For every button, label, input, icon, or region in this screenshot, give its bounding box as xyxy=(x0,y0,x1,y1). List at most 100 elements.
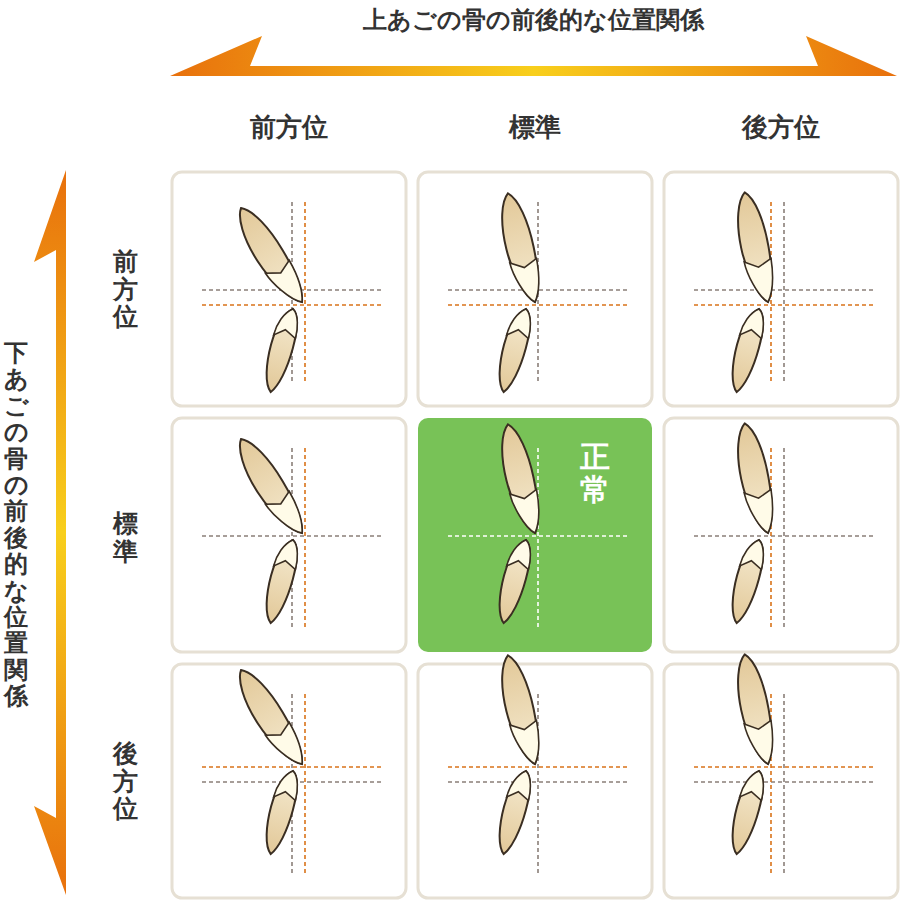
reference-line xyxy=(783,448,785,628)
tooth-root xyxy=(259,537,303,626)
tooth-crown xyxy=(740,537,769,572)
axis-title: 上あごの骨の前後的な位置関係 xyxy=(363,4,704,36)
grid-cell xyxy=(172,418,406,652)
tooth-crown xyxy=(510,487,547,536)
tooth-root xyxy=(259,768,303,857)
lower-incisor xyxy=(725,306,769,395)
reference-line xyxy=(694,535,874,537)
tooth-root xyxy=(730,190,780,305)
cell-frame xyxy=(664,418,898,652)
reference-line xyxy=(694,766,874,768)
tooth-root xyxy=(492,537,536,626)
tooth-root xyxy=(259,306,303,395)
lower-incisor xyxy=(259,537,303,626)
lower-incisor xyxy=(725,768,769,857)
reference-line xyxy=(448,304,628,306)
tooth-root xyxy=(228,432,312,541)
column-header: 標準 xyxy=(509,110,561,145)
cell-frame xyxy=(172,172,406,406)
reference-line xyxy=(783,694,785,874)
tooth-crown xyxy=(265,259,312,311)
tooth-crown xyxy=(265,721,312,773)
reference-line xyxy=(448,781,628,783)
cell-frame xyxy=(664,664,898,898)
reference-line xyxy=(304,448,306,628)
tooth-crown xyxy=(744,718,780,767)
tooth-root xyxy=(725,537,769,626)
upper-incisor xyxy=(228,432,312,541)
cell-frame xyxy=(418,172,652,406)
tooth-crown xyxy=(265,490,312,542)
tooth-root xyxy=(730,652,780,767)
reference-line xyxy=(202,766,382,768)
tooth-crown xyxy=(507,768,536,803)
column-header: 前方位 xyxy=(250,110,328,145)
reference-line xyxy=(448,766,628,768)
tooth-crown xyxy=(274,306,303,341)
row-header: 標準 xyxy=(113,510,138,565)
lower-incisor xyxy=(492,537,536,626)
reference-line xyxy=(304,694,306,874)
tooth-root xyxy=(228,663,312,772)
reference-line xyxy=(537,448,539,628)
upper-incisor xyxy=(730,190,780,305)
reference-line xyxy=(202,304,382,306)
vertical-axis-arrow xyxy=(34,170,66,895)
tooth-crown xyxy=(510,256,547,305)
column-header: 後方位 xyxy=(742,110,820,145)
tooth-root xyxy=(725,768,769,857)
cell-frame xyxy=(172,664,406,898)
tooth-root xyxy=(493,652,546,767)
upper-incisor xyxy=(493,652,546,767)
reference-line xyxy=(202,535,382,537)
tooth-crown xyxy=(510,718,547,767)
tooth-crown xyxy=(744,256,780,305)
cell-illustration xyxy=(418,418,652,652)
tooth-crown xyxy=(740,768,769,803)
lower-incisor xyxy=(492,306,536,395)
axis-title: 下あごの骨の前後的な位置関係 xyxy=(4,340,28,709)
upper-incisor xyxy=(730,421,780,536)
upper-incisor xyxy=(493,421,546,536)
reference-line xyxy=(291,448,293,628)
grid-cell xyxy=(172,663,406,898)
upper-incisor xyxy=(228,201,312,310)
tooth-root xyxy=(725,306,769,395)
tooth-root xyxy=(492,306,536,395)
tooth-crown xyxy=(744,487,780,536)
tooth-root xyxy=(492,768,536,857)
cell-frame xyxy=(418,664,652,898)
row-header: 前方位 xyxy=(113,248,138,331)
tooth-crown xyxy=(274,768,303,803)
tooth-root xyxy=(493,190,546,305)
tooth-root xyxy=(228,201,312,310)
horizontal-axis-arrow xyxy=(170,36,897,76)
upper-incisor xyxy=(493,190,546,305)
reference-line xyxy=(694,304,874,306)
row-header: 後方位 xyxy=(113,740,138,823)
lower-incisor xyxy=(725,537,769,626)
reference-line xyxy=(448,535,628,537)
reference-line xyxy=(770,448,772,628)
upper-incisor xyxy=(228,663,312,772)
cell-label: 正常 xyxy=(580,440,610,506)
cell-frame xyxy=(172,418,406,652)
tooth-crown xyxy=(507,537,536,572)
cell-frame xyxy=(664,172,898,406)
reference-line xyxy=(783,202,785,382)
tooth-crown xyxy=(507,306,536,341)
tooth-root xyxy=(493,421,546,536)
grid-cell xyxy=(418,172,652,406)
grid-cell xyxy=(172,172,406,406)
reference-line xyxy=(694,781,874,783)
upper-incisor xyxy=(730,652,780,767)
reference-line xyxy=(304,202,306,382)
reference-line xyxy=(694,289,874,291)
lower-incisor xyxy=(259,768,303,857)
lower-incisor xyxy=(259,306,303,395)
reference-line xyxy=(537,694,539,874)
grid-cell xyxy=(664,418,898,652)
lower-incisor xyxy=(492,768,536,857)
grid-cell xyxy=(664,172,898,406)
